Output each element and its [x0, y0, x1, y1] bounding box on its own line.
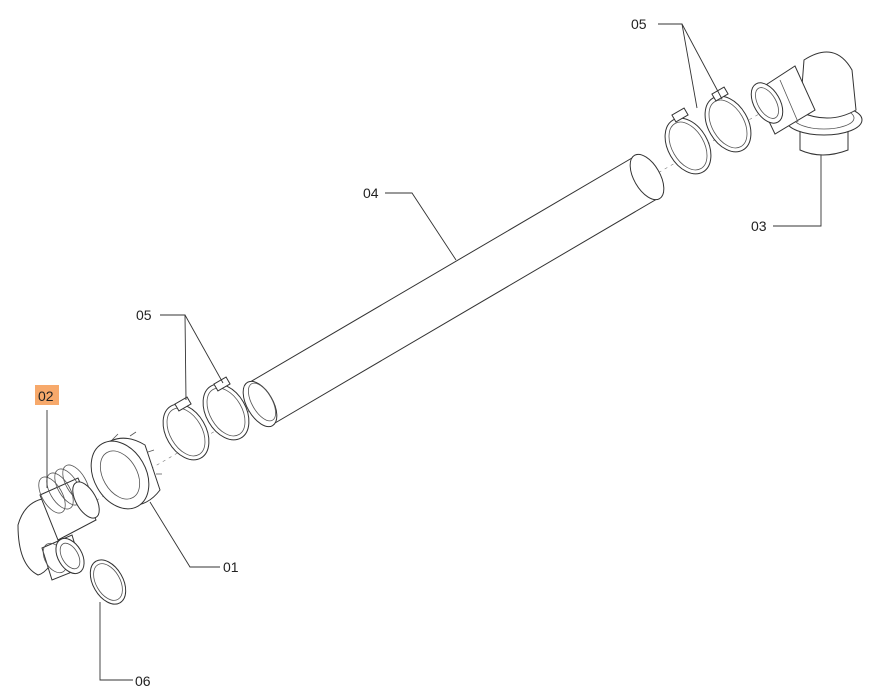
leader-06 [99, 602, 133, 681]
hose-clamp-upper-b [704, 86, 752, 153]
leader-05-top-a [658, 23, 698, 109]
callout-02-highlight [35, 385, 59, 405]
leader-04 [385, 192, 457, 261]
callout-labels: 05 03 04 05 02 01 06 [35, 16, 767, 689]
callout-03: 03 [751, 218, 767, 234]
callout-05-mid: 05 [136, 307, 152, 323]
callout-05-top: 05 [631, 16, 647, 32]
leader-03 [773, 155, 822, 227]
hose-clamp-upper-a [664, 107, 712, 175]
callout-04: 04 [363, 185, 379, 201]
hose-clamp-lower-b [202, 376, 250, 441]
leader-05-top-b [681, 23, 723, 100]
leader-05-mid-a [160, 314, 187, 401]
leader-01 [149, 501, 220, 568]
leader-lines [46, 23, 822, 681]
callout-06: 06 [135, 673, 151, 689]
o-ring-seal-part [89, 559, 127, 605]
corrugated-elbow-part [17, 464, 100, 581]
ring-nut-part [90, 431, 162, 510]
callout-02: 02 [38, 388, 54, 404]
callout-01: 01 [223, 559, 239, 575]
leader-05-mid-b [184, 314, 224, 384]
hose-clamp-lower-a [162, 396, 210, 461]
outlet-elbow-part [750, 51, 863, 156]
pipe-part [242, 153, 665, 428]
